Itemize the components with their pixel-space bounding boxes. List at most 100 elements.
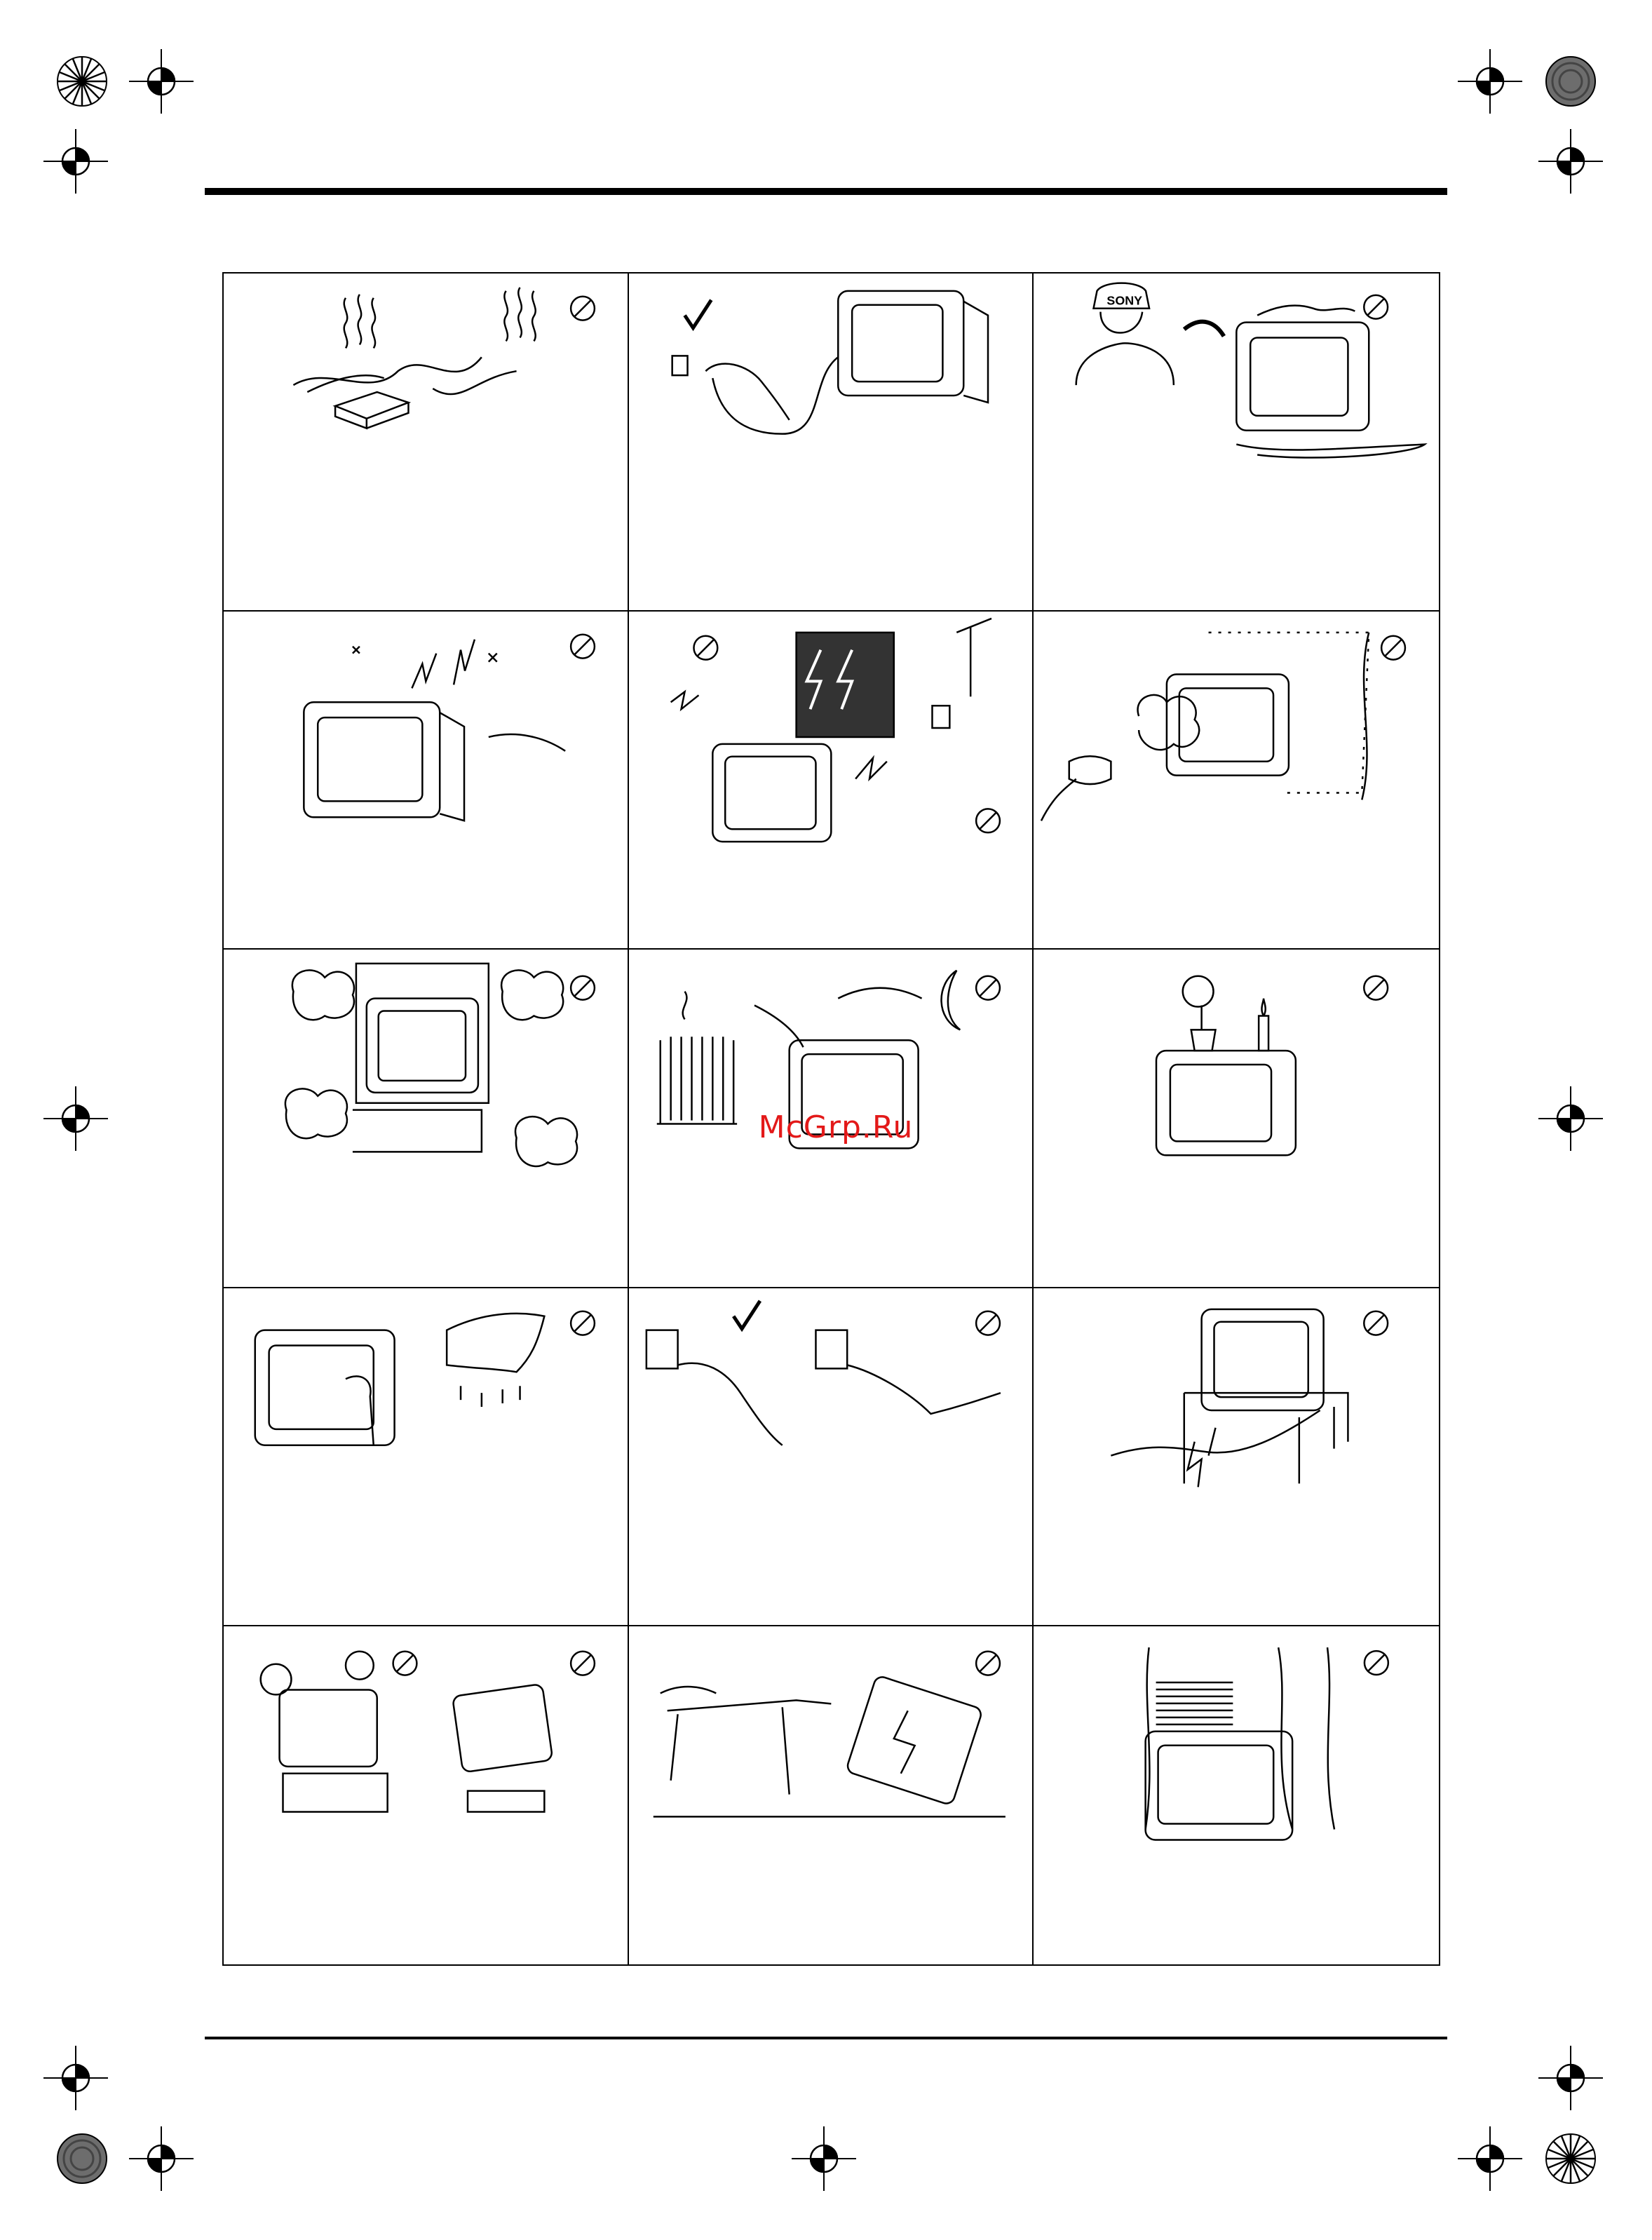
- illustration-steam-and-rain: [1034, 612, 1439, 950]
- tv-icon: [1167, 675, 1289, 776]
- curtain-icon: [1146, 1647, 1334, 1829]
- radiator-icon: [656, 1037, 736, 1124]
- prohibited-icon: [571, 1311, 595, 1335]
- power-cord: [712, 357, 838, 433]
- prohibited-icon: [976, 1652, 1000, 1675]
- registration-disc-icon: [57, 2134, 107, 2183]
- radiator-grille-icon: [353, 1110, 482, 1152]
- spilled-vase-icon: [1257, 306, 1355, 316]
- illustration-cleaning-dry-cloth: [224, 1288, 629, 1626]
- registration-target-icon: [1538, 1086, 1603, 1151]
- kettle-icon: [1041, 756, 1111, 821]
- table-icon: [1184, 1393, 1348, 1483]
- registration-target-icon: [1458, 2126, 1522, 2191]
- safety-illustration-grid: SONY: [222, 272, 1440, 1966]
- prohibited-icon: [571, 1652, 595, 1675]
- hand-icon: [705, 364, 789, 420]
- cloud-icon: [515, 1117, 577, 1167]
- drip-icon: [461, 1386, 520, 1407]
- spark-icon: [454, 640, 475, 685]
- illustration-covered-by-books-curtains: [1034, 1626, 1439, 1964]
- tv-icon: [452, 1684, 553, 1811]
- prohibited-icon: [571, 297, 595, 321]
- spark-icon: [412, 654, 436, 689]
- hand-icon: [489, 734, 565, 751]
- sparkle-icon: [353, 647, 497, 662]
- hand-icon: [660, 1687, 716, 1693]
- illustration-overloaded-outlets: [224, 274, 629, 612]
- cap-brand-label: SONY: [1107, 294, 1143, 308]
- wall-outlet-icon: [672, 356, 687, 375]
- tv-icon: [1202, 1309, 1324, 1410]
- registration-target-icon: [1458, 49, 1522, 114]
- tv-icon: [304, 702, 464, 821]
- tv-icon: [1237, 323, 1425, 458]
- registration-target-icon: [1538, 129, 1603, 194]
- flower-pot-icon: [1183, 976, 1216, 1051]
- registration-target-icon: [43, 129, 108, 194]
- wet-cloth-icon: [447, 1313, 544, 1371]
- prohibited-icon: [1381, 636, 1405, 660]
- child-icon: [261, 1664, 292, 1694]
- heat-waves-icon: [344, 288, 536, 348]
- broken-tv-icon: [846, 1675, 983, 1805]
- registration-disc-icon: [1546, 57, 1595, 106]
- wall-outlet-icon: [646, 1330, 678, 1368]
- tv-on-cabinet-icon: [280, 1689, 388, 1811]
- tv-icon: [712, 744, 831, 842]
- illustration-damaged-cord: [1034, 1288, 1439, 1626]
- prohibited-icon: [1365, 295, 1388, 319]
- prohibited-icon: [571, 976, 595, 1000]
- registration-target-icon: [129, 49, 194, 114]
- prohibited-icon: [1365, 1311, 1388, 1335]
- illustration-unplug-by-plug: [629, 274, 1034, 612]
- power-strip-icon: [293, 357, 516, 428]
- book-stack-icon: [1156, 1682, 1233, 1725]
- prohibited-icon: [1365, 1651, 1388, 1675]
- registration-star-icon: [57, 57, 107, 106]
- illustration-objects-into-vents: [224, 612, 629, 950]
- cord-pull-icon: [847, 1365, 1001, 1414]
- table-icon: [667, 1700, 831, 1794]
- illustration-lightning-storm: [629, 612, 1034, 950]
- footer-rule: [205, 2037, 1447, 2039]
- antenna-icon: [956, 619, 991, 696]
- curtain-icon: [1362, 633, 1369, 800]
- registration-target-icon: [1538, 2046, 1603, 2110]
- prohibited-icon: [1365, 976, 1388, 1000]
- cloud-icon: [501, 971, 563, 1020]
- stormy-window-icon: [796, 633, 893, 737]
- steam-cloud-icon: [1138, 695, 1200, 750]
- tv-icon: [255, 1330, 395, 1445]
- registration-target-icon: [792, 2126, 856, 2191]
- sun-icon: [941, 971, 960, 1030]
- service-technician-icon: SONY: [1076, 283, 1174, 385]
- hand-with-cloth-icon: [346, 1376, 374, 1445]
- illustration-liquid-spill-call-service: SONY: [1034, 274, 1439, 612]
- arrow-icon: [1184, 322, 1224, 337]
- prohibited-icon: [693, 636, 717, 660]
- check-icon: [733, 1300, 760, 1328]
- registration-target-icon: [43, 1086, 108, 1151]
- prohibited-icon: [976, 1311, 1000, 1335]
- illustration-heat-and-sunlight: McGrp.Ru: [629, 950, 1034, 1288]
- heat-waves-icon: [682, 988, 921, 1048]
- wall-outlet-icon: [815, 1330, 847, 1368]
- power-cord: [1111, 1410, 1320, 1456]
- header-rule: [205, 188, 1447, 195]
- candle-icon: [1259, 999, 1268, 1051]
- registration-target-icon: [129, 2126, 194, 2191]
- cloud-icon: [292, 971, 354, 1020]
- illustration-blocked-ventilation: [224, 950, 629, 1288]
- cloud-icon: [285, 1089, 347, 1139]
- prohibited-icon: [976, 976, 1000, 1000]
- prohibited-icon: [976, 809, 1000, 833]
- registration-star-icon: [1546, 2134, 1595, 2183]
- illustration-flower-vase-and-candle: [1034, 950, 1439, 1288]
- tv-icon: [838, 291, 988, 403]
- spark-icon: [1188, 1427, 1216, 1487]
- shelf-frame-icon: [356, 964, 489, 1103]
- hand-icon: [677, 1363, 782, 1445]
- wall-outlet-icon: [932, 706, 949, 728]
- check-icon: [684, 300, 711, 328]
